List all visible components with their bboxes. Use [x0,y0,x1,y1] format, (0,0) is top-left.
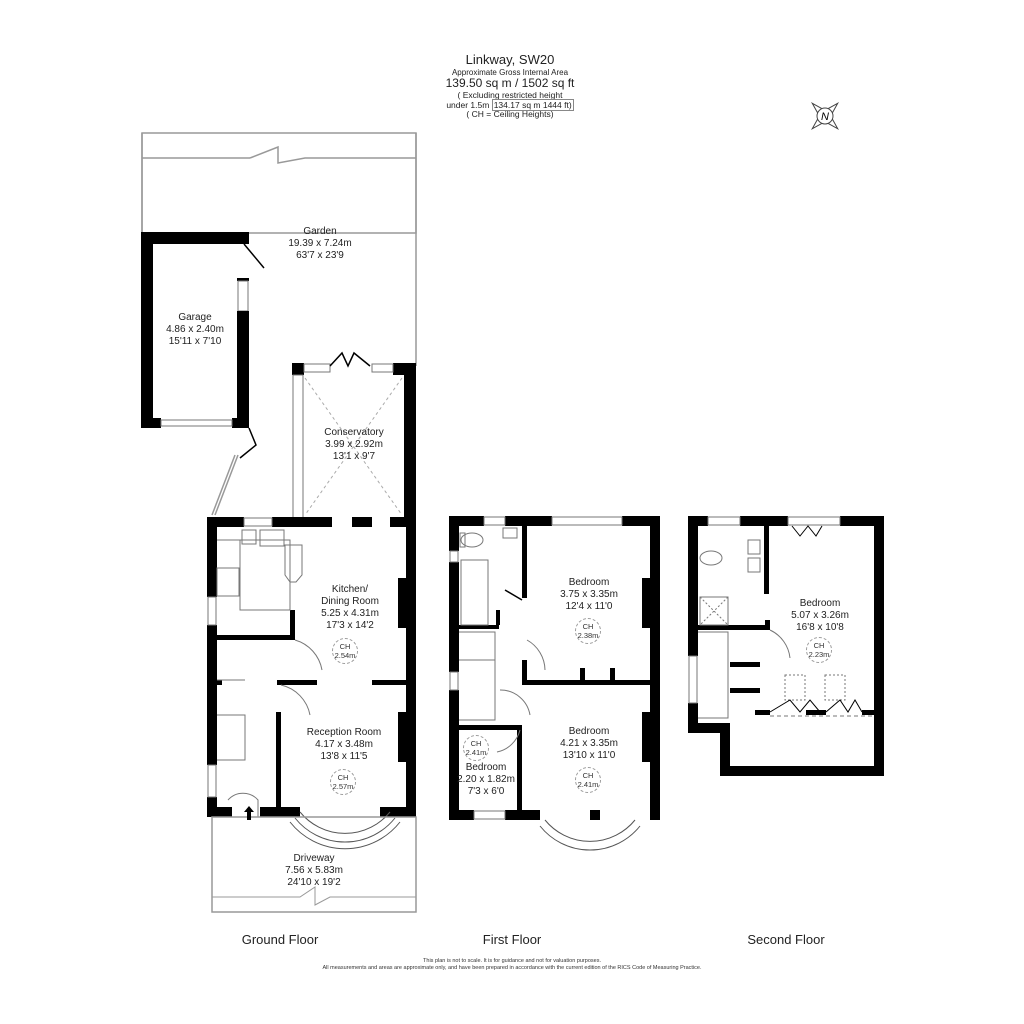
ch-value: 2.57m [332,782,354,791]
floor-label-second: Second Floor [747,932,825,947]
room-metric: 7.56 x 5.83m [285,865,343,876]
property-title: Linkway, SW20 [465,52,555,67]
room-name: Kitchen/ [331,584,369,595]
room-imperial: 13'10 x 11'0 [562,750,616,761]
floor-label-first: First Floor [482,932,542,947]
room-name: Bedroom [568,577,610,588]
room-label-bedroom-loft: Bedroom 5.07 x 3.26m 16'8 x 10'8 [791,598,849,634]
ceiling-height-badge: CH 2.38m [575,618,601,644]
second-floor-walls [688,516,884,776]
room-metric: 19.39 x 7.24m [288,238,352,249]
area-caption: Approximate Gross Internal Area [451,67,569,77]
room-name: Bedroom [568,726,610,737]
ch-value: 2.41m [577,780,599,789]
room-label-garden: Garden 19.39 x 7.24m 63'7 x 23'9 [288,226,351,262]
excluding-prefix: under 1.5m [446,99,490,110]
second-floor-fittings [688,516,874,719]
ch-abbrev: CH [813,641,825,650]
ceiling-height-badge: CH 2.54m [332,638,358,664]
room-imperial: 13'8 x 11'5 [320,751,368,762]
room-name: Garden [303,226,337,237]
room-metric: 2.20 x 1.82m [457,774,515,785]
ceiling-height-note: ( CH = Ceiling Heights) [466,109,554,120]
room-name-line2: Dining Room [321,596,379,607]
garage-walls [141,232,265,459]
room-name: Bedroom [799,598,841,609]
ground-floor-walls [207,517,416,817]
room-imperial: 15'11 x 7'10 [168,336,222,347]
room-imperial: 63'7 x 23'9 [296,250,344,261]
ground-floor-fittings [207,517,417,913]
ch-value: 2.23m [808,650,830,659]
room-label-kitchen-dining: Kitchen/ Dining Room 5.25 x 4.31m 17'3 x… [321,584,379,632]
ch-value: 2.54m [334,651,356,660]
room-label-driveway: Driveway 7.56 x 5.83m 24'10 x 19'2 [285,853,343,889]
room-metric: 3.75 x 3.35m [560,589,618,600]
room-imperial: 17'3 x 14'2 [326,620,374,631]
room-metric: 5.25 x 4.31m [321,608,379,619]
room-label-bedroom-rear: Bedroom 3.75 x 3.35m 12'4 x 11'0 [560,577,618,613]
room-name: Driveway [293,853,335,864]
room-label-garage: Garage 4.86 x 2.40m 15'11 x 7'10 [166,312,224,348]
excluding-note: ( Excluding restricted height [457,89,563,100]
north-compass-icon: N [805,96,845,136]
room-imperial: 16'8 x 10'8 [796,622,844,633]
room-imperial: 24'10 x 19'2 [287,877,341,888]
ch-value: 2.38m [577,631,599,640]
ceiling-height-badge: CH 2.23m [806,637,832,663]
room-imperial: 12'4 x 11'0 [565,601,613,612]
disclaimer-line-1: This plan is not to scale. It is for gui… [423,958,601,964]
total-area: 139.50 sq m / 1502 sq ft [445,76,575,91]
svg-text:N: N [821,111,829,123]
room-metric: 4.17 x 3.48m [315,739,373,750]
conservatory-walls [292,351,416,519]
first-floor-fittings [449,516,641,851]
ch-value: 2.41m [465,748,487,757]
room-imperial: 7'3 x 6'0 [467,786,505,797]
room-label-conservatory: Conservatory 3.99 x 2.92m 13'1 x 9'7 [324,427,383,463]
ch-abbrev: CH [339,642,351,651]
ceiling-height-badge: CH 2.41m [463,735,489,761]
room-name: Conservatory [324,427,384,438]
room-metric: 3.99 x 2.92m [325,439,383,450]
room-name: Bedroom [465,762,507,773]
room-metric: 4.86 x 2.40m [166,324,224,335]
room-label-bedroom-small: Bedroom 2.20 x 1.82m 7'3 x 6'0 [457,762,515,798]
ch-abbrev: CH [582,622,594,631]
ch-abbrev: CH [470,739,482,748]
room-label-reception: Reception Room 4.17 x 3.48m 13'8 x 11'5 [307,727,381,763]
plan-header: Linkway, SW20 Approximate Gross Internal… [400,52,620,120]
room-name: Garage [178,312,212,323]
room-metric: 5.07 x 3.26m [791,610,849,621]
ch-abbrev: CH [582,771,594,780]
disclaimer: This plan is not to scale. It is for gui… [323,958,702,972]
first-floor-walls [449,516,660,820]
entrance-arrow-icon [244,806,254,820]
ceiling-height-badge: CH 2.57m [330,769,356,795]
excluding-area: 134.17 sq m 1444 ft) [491,98,574,111]
garden-boundary [141,132,417,516]
floor-label-ground: Ground Floor [241,932,319,947]
room-metric: 4.21 x 3.35m [560,738,618,749]
ch-abbrev: CH [337,773,349,782]
room-imperial: 13'1 x 9'7 [332,451,376,462]
room-name: Reception Room [306,727,382,738]
ceiling-height-badge: CH 2.41m [575,767,601,793]
room-label-bedroom-front: Bedroom 4.21 x 3.35m 13'10 x 11'0 [560,726,618,762]
disclaimer-line-2: All measurements and areas are approxima… [322,965,702,971]
excluding-area-line: under 1.5m 134.17 sq m 1444 ft) [400,98,620,111]
